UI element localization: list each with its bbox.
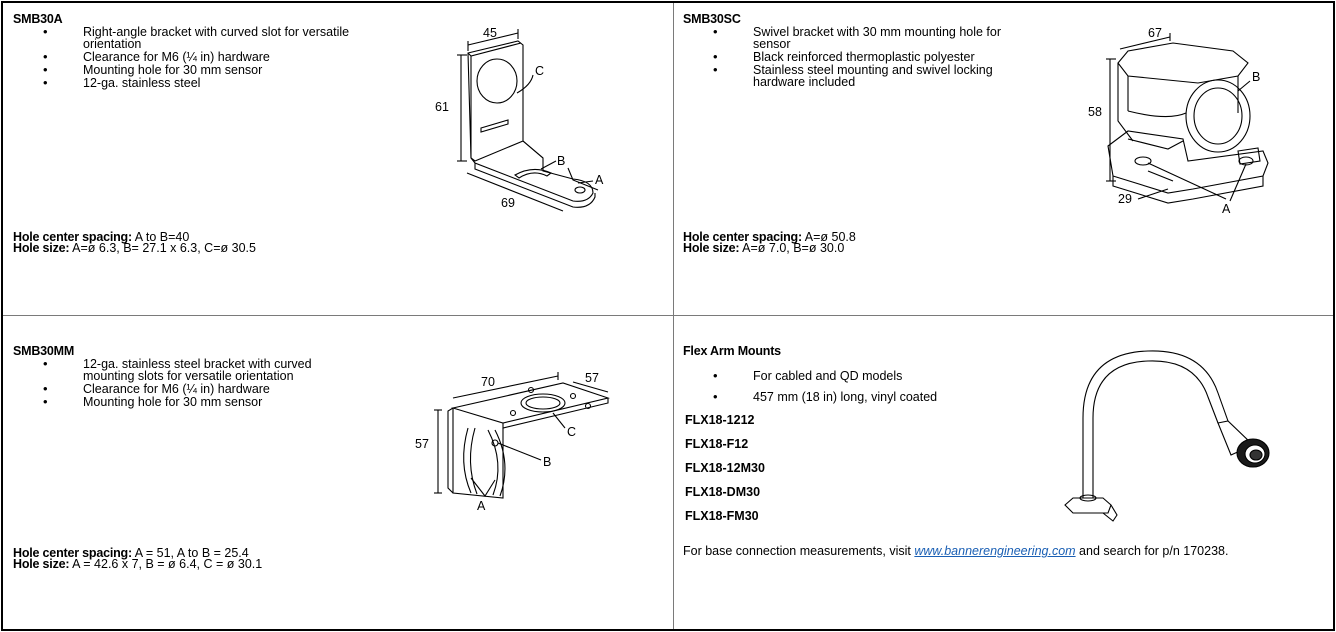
list-item: Black reinforced thermoplastic polyester <box>713 51 1033 64</box>
hole-size: Hole size: A = 42.6 x 7, B = ø 6.4, C = … <box>13 557 263 571</box>
spec-value: A = 42.6 x 7, B = ø 6.4, C = ø 30.1 <box>72 557 263 571</box>
column-divider <box>673 3 674 629</box>
spec-label: Hole center spacing: <box>13 230 132 244</box>
callout-a: A <box>595 173 604 187</box>
list-item: 12-ga. stainless steel <box>43 77 373 90</box>
model-number: FLX18-1212 <box>685 413 755 427</box>
spec-label: Hole size: <box>13 557 70 571</box>
callout-b: B <box>557 154 565 168</box>
model-title: SMB30MM <box>13 344 75 358</box>
feature-list: 12-ga. stainless steel bracket with curv… <box>43 358 363 409</box>
list-item: 457 mm (18 in) long, vinyl coated <box>713 391 1043 404</box>
list-item: Swivel bracket with 30 mm mounting hole … <box>713 26 1033 51</box>
dim-width: 70 <box>481 375 495 389</box>
model-number: FLX18-FM30 <box>685 509 759 523</box>
smb30mm-bracket-drawing: 70 57 57 C B A <box>415 371 611 513</box>
callout-c: C <box>567 425 576 439</box>
section-title: Flex Arm Mounts <box>683 344 781 358</box>
list-item: Stainless steel mounting and swivel lock… <box>713 64 1033 89</box>
dim-width: 67 <box>1148 26 1162 40</box>
list-item: Mounting hole for 30 mm sensor <box>43 396 363 409</box>
spec-value: A=ø 50.8 <box>804 230 856 244</box>
smb30sc-swivel-drawing: 67 58 29 B A <box>1088 26 1269 216</box>
feature-list: Right-angle bracket with curved slot for… <box>43 26 373 90</box>
dim-height: 57 <box>415 437 429 451</box>
row-divider <box>3 315 1333 316</box>
hole-size: Hole size: A=ø 6.3, B= 27.1 x 6.3, C=ø 3… <box>13 241 256 255</box>
model-number: FLX18-12M30 <box>685 461 765 475</box>
list-item: Clearance for M6 (¼ in) hardware <box>43 51 373 64</box>
hole-spacing: Hole center spacing: A = 51, A to B = 25… <box>13 546 249 560</box>
note-text: For base connection measurements, visit <box>683 544 915 558</box>
dim-width: 45 <box>483 26 497 40</box>
model-title: SMB30A <box>13 12 63 26</box>
spec-label: Hole size: <box>13 241 70 255</box>
spec-label: Hole center spacing: <box>683 230 802 244</box>
flex-arm-drawing <box>1064 350 1270 522</box>
list-item: Right-angle bracket with curved slot for… <box>43 26 373 51</box>
base-connection-note: For base connection measurements, visit … <box>683 544 1323 559</box>
model-number: FLX18-DM30 <box>685 485 761 499</box>
dim-height: 58 <box>1088 105 1102 119</box>
list-item: 12-ga. stainless steel bracket with curv… <box>43 358 363 383</box>
list-item: For cabled and QD models <box>713 370 1043 383</box>
feature-list: Swivel bracket with 30 mm mounting hole … <box>713 26 1033 89</box>
list-item: Clearance for M6 (¼ in) hardware <box>43 383 363 396</box>
spec-value: A to B=40 <box>134 230 190 244</box>
hole-spacing: Hole center spacing: A=ø 50.8 <box>683 230 856 244</box>
dim-depth: 29 <box>1118 192 1132 206</box>
dim-depth: 57 <box>585 371 599 385</box>
hole-size: Hole size: A=ø 7.0, B=ø 30.0 <box>683 241 845 255</box>
callout-c: C <box>535 64 544 78</box>
smb30a-bracket-drawing: 45 61 69 C B A <box>435 26 604 212</box>
banner-website-link[interactable]: www.bannerengineering.com <box>914 544 1076 558</box>
hole-spacing: Hole center spacing: A to B=40 <box>13 230 190 244</box>
spec-label: Hole size: <box>683 241 740 255</box>
dim-height: 61 <box>435 100 449 114</box>
model-number: FLX18-F12 <box>685 437 749 451</box>
callout-a: A <box>1222 202 1231 216</box>
spec-value: A=ø 6.3, B= 27.1 x 6.3, C=ø 30.5 <box>72 241 256 255</box>
list-item: Mounting hole for 30 mm sensor <box>43 64 373 77</box>
callout-b: B <box>543 455 551 469</box>
dim-length: 69 <box>501 196 515 210</box>
callout-a: A <box>477 499 486 513</box>
callout-b: B <box>1252 70 1260 84</box>
spec-value: A = 51, A to B = 25.4 <box>134 546 249 560</box>
note-text: and search for p/n 170238. <box>1075 544 1229 558</box>
spec-label: Hole center spacing: <box>13 546 132 560</box>
model-title: SMB30SC <box>683 12 741 26</box>
spec-value: A=ø 7.0, B=ø 30.0 <box>742 241 845 255</box>
feature-list: For cabled and QD models 457 mm (18 in) … <box>713 370 1043 404</box>
